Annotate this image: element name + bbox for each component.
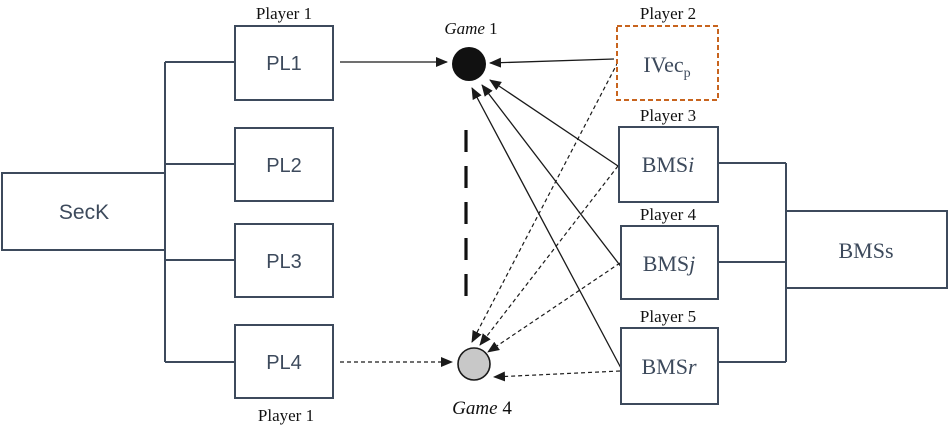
arrow-bmsr-game1	[471, 87, 623, 371]
bmss-tree-connector	[718, 162, 787, 363]
pl4-box	[234, 324, 334, 399]
ivec-label: IVecp	[643, 52, 690, 81]
bmsj-box	[620, 225, 719, 300]
player4-label: Player 4	[640, 205, 697, 224]
dashed-arrows	[340, 61, 621, 382]
seck-label: SecK	[59, 201, 109, 224]
player5-label: Player 5	[640, 307, 696, 326]
player2-label: Player 2	[640, 4, 696, 23]
arrow-bmsi-game1	[489, 79, 619, 167]
solid-arrows	[340, 57, 623, 371]
pl2-box	[234, 127, 334, 202]
player3-label: Player 3	[640, 106, 696, 125]
bmss-box	[785, 210, 948, 289]
game1-label: Game 1	[444, 19, 497, 38]
arrow-bmsj-game4	[487, 262, 621, 353]
pl2-label: PL2	[266, 155, 302, 177]
player1-bottom-label: Player 1	[258, 406, 314, 425]
player1-top-label: Player 1	[256, 4, 312, 23]
arrow-bmsr-game4	[493, 370, 621, 382]
pl1-box	[234, 25, 334, 101]
seck-box	[1, 172, 166, 251]
bmss-label: BMSs	[838, 238, 893, 263]
arrow-bmsi-game4	[479, 165, 619, 346]
game-1-node	[452, 47, 486, 81]
arrow-bmsj-game1	[481, 84, 623, 269]
seck-tree-connector	[164, 61, 235, 363]
arrow-ivec-game4	[471, 61, 619, 343]
pl4-label: PL4	[266, 352, 302, 374]
bmsr-label: BMSr	[641, 354, 696, 379]
pl3-box	[234, 223, 334, 298]
bmsr-box	[620, 327, 719, 405]
game4-label: Game 4	[452, 398, 512, 419]
ivec-box	[616, 25, 719, 101]
bmsj-label: BMSj	[643, 251, 696, 276]
arrow-ivec-game1	[489, 57, 615, 68]
pl1-label: PL1	[266, 53, 302, 75]
bmsi-box	[618, 126, 719, 203]
pl3-label: PL3	[266, 251, 302, 273]
game-4-node	[457, 347, 491, 381]
bmsi-label: BMSi	[642, 152, 695, 177]
